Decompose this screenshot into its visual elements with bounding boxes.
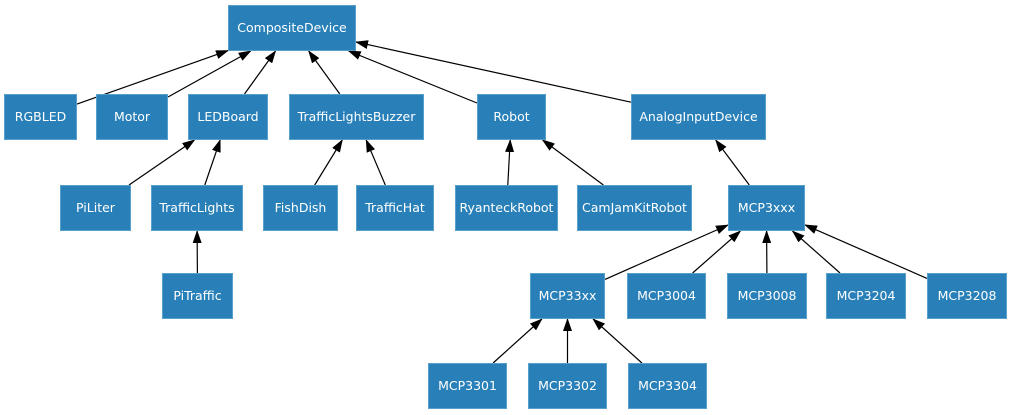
- inheritance-edge-CamJamKitRobot-to-Robot: [541, 139, 604, 186]
- class-node-label: MCP33xx: [538, 287, 597, 303]
- class-node-label: MCP3301: [438, 377, 497, 393]
- inheritance-edge-Robot-to-CompositeDevice: [347, 50, 478, 104]
- edges-group: [76, 40, 928, 364]
- class-node-CompositeDevice[interactable]: CompositeDevice: [228, 5, 356, 51]
- class-node-label: AnalogInputDevice: [639, 108, 758, 124]
- class-node-label: CamJamKitRobot: [582, 199, 687, 215]
- class-node-label: MCP3302: [538, 377, 597, 393]
- class-node-MCP3004[interactable]: MCP3004: [627, 273, 706, 319]
- class-node-Robot[interactable]: Robot: [477, 94, 546, 140]
- inheritance-edge-RyanteckRobot-to-Robot: [505, 139, 515, 186]
- class-node-RGBLED[interactable]: RGBLED: [4, 94, 77, 140]
- inheritance-edge-MCP3304-to-MCP33xx: [592, 318, 643, 364]
- class-node-label: CompositeDevice: [237, 19, 347, 35]
- class-node-label: MCP3204: [836, 287, 896, 303]
- class-node-label: TrafficLightsBuzzer: [297, 108, 416, 124]
- class-node-label: Robot: [493, 108, 530, 124]
- class-node-CamJamKitRobot[interactable]: CamJamKitRobot: [577, 185, 692, 231]
- class-node-PiLiter[interactable]: PiLiter: [60, 185, 131, 231]
- inheritance-edge-PiLiter-to-LEDBoard: [128, 139, 196, 186]
- class-node-MCP3301[interactable]: MCP3301: [428, 363, 507, 409]
- inheritance-edge-MCP3004-to-MCP3xxx: [692, 230, 742, 274]
- inheritance-edge-TrafficHat-to-TrafficLightsBuzzer: [365, 139, 386, 186]
- class-node-label: MCP3208: [937, 287, 997, 303]
- class-node-MCP3208[interactable]: MCP3208: [927, 273, 1007, 319]
- inheritance-edge-MCP3204-to-MCP3xxx: [791, 230, 841, 274]
- class-node-label: TrafficHat: [365, 199, 425, 215]
- class-node-label: RyanteckRobot: [459, 199, 554, 215]
- class-node-AnalogInputDevice[interactable]: AnalogInputDevice: [631, 94, 766, 140]
- class-node-label: MCP3xxx: [737, 199, 796, 215]
- class-node-label: FishDish: [274, 199, 327, 215]
- class-node-MCP3008[interactable]: MCP3008: [727, 273, 807, 319]
- inheritance-edge-MCP33xx-to-MCP3xxx: [604, 224, 729, 280]
- inheritance-edge-AnalogInputDevice-to-CompositeDevice: [355, 40, 632, 103]
- class-node-label: TrafficLights: [159, 199, 235, 215]
- inheritance-edge-MCP3208-to-MCP3xxx: [804, 224, 928, 279]
- class-node-label: RGBLED: [14, 108, 67, 124]
- class-node-MCP3xxx[interactable]: MCP3xxx: [728, 185, 805, 231]
- class-node-label: MCP3004: [637, 287, 696, 303]
- class-node-label: MCP3304: [638, 377, 697, 393]
- inheritance-edge-TrafficLightsBuzzer-to-CompositeDevice: [308, 50, 341, 95]
- inheritance-edge-MCP3xxx-to-AnalogInputDevice: [715, 139, 750, 186]
- class-node-MCP33xx[interactable]: MCP33xx: [530, 273, 605, 319]
- class-node-label: LEDBoard: [197, 108, 259, 124]
- class-node-Motor[interactable]: Motor: [96, 94, 168, 140]
- class-node-MCP3304[interactable]: MCP3304: [628, 363, 707, 409]
- class-node-RyanteckRobot[interactable]: RyanteckRobot: [455, 185, 558, 231]
- inheritance-edge-MCP3301-to-MCP33xx: [492, 318, 543, 364]
- class-node-label: Motor: [113, 108, 151, 124]
- class-node-FishDish[interactable]: FishDish: [263, 185, 338, 231]
- class-node-LEDBoard[interactable]: LEDBoard: [188, 94, 268, 140]
- inheritance-edge-TrafficLights-to-LEDBoard: [204, 139, 221, 186]
- class-node-PiTraffic[interactable]: PiTraffic: [162, 273, 233, 319]
- class-node-TrafficHat[interactable]: TrafficHat: [356, 185, 434, 231]
- class-node-TrafficLights[interactable]: TrafficLights: [151, 185, 243, 231]
- class-node-label: PiLiter: [76, 199, 115, 215]
- inheritance-edge-Motor-to-CompositeDevice: [167, 50, 252, 98]
- class-node-label: PiTraffic: [173, 287, 222, 303]
- class-node-label: MCP3008: [737, 287, 797, 303]
- class-node-MCP3204[interactable]: MCP3204: [826, 273, 906, 319]
- class-node-TrafficLightsBuzzer[interactable]: TrafficLightsBuzzer: [289, 94, 424, 140]
- inheritance-edge-LEDBoard-to-CompositeDevice: [244, 50, 277, 95]
- class-node-MCP3302[interactable]: MCP3302: [528, 363, 607, 409]
- inheritance-edge-FishDish-to-TrafficLightsBuzzer: [314, 139, 343, 186]
